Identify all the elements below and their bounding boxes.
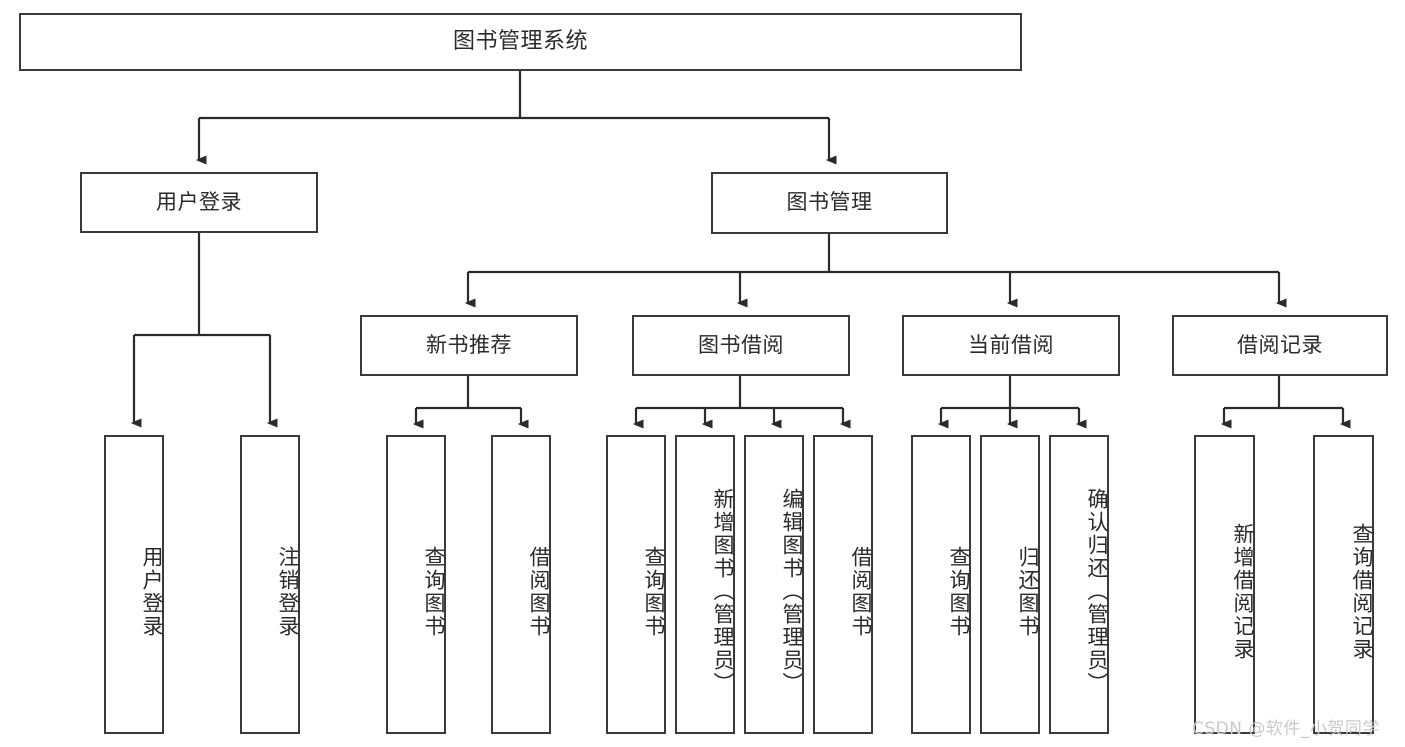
leaf-user-login-signin[interactable]: 用户登录 bbox=[104, 435, 164, 734]
leaf-user-login-signout[interactable]: 注销登录 bbox=[240, 435, 300, 734]
leaf-label: 新增借阅记录 bbox=[1231, 522, 1255, 661]
leaf-borrow-add-book-admin[interactable]: 新增图书（管理员） bbox=[675, 435, 735, 734]
leaf-label: 查询图书 bbox=[947, 545, 971, 638]
node-borrow-record[interactable]: 借阅记录 bbox=[1172, 315, 1388, 376]
node-book-management[interactable]: 图书管理 bbox=[711, 172, 948, 234]
leaf-label: 确认归还（管理员） bbox=[1085, 488, 1109, 695]
leaf-label: 编辑图书（管理员） bbox=[780, 488, 804, 695]
leaf-new-book-borrow[interactable]: 借阅图书 bbox=[491, 435, 551, 734]
leaf-borrow-query-book[interactable]: 查询图书 bbox=[606, 435, 666, 734]
leaf-label: 归还图书 bbox=[1016, 545, 1040, 638]
node-user-login[interactable]: 用户登录 bbox=[80, 172, 318, 233]
node-new-book-recommend[interactable]: 新书推荐 bbox=[360, 315, 578, 376]
leaf-record-query[interactable]: 查询借阅记录 bbox=[1313, 435, 1374, 734]
leaf-label: 借阅图书 bbox=[527, 545, 551, 638]
leaf-current-confirm-return-admin[interactable]: 确认归还（管理员） bbox=[1049, 435, 1109, 734]
leaf-record-add[interactable]: 新增借阅记录 bbox=[1194, 435, 1255, 734]
leaf-borrow-edit-book-admin[interactable]: 编辑图书（管理员） bbox=[744, 435, 804, 734]
leaf-borrow-borrow-book[interactable]: 借阅图书 bbox=[813, 435, 873, 734]
node-book-borrow[interactable]: 图书借阅 bbox=[632, 315, 850, 376]
csdn-watermark: CSDN @软件_小贺同学 bbox=[1192, 719, 1380, 739]
leaf-label: 借阅图书 bbox=[849, 545, 873, 638]
leaf-label: 注销登录 bbox=[276, 545, 300, 638]
node-root-system[interactable]: 图书管理系统 bbox=[19, 13, 1022, 71]
leaf-current-query-book[interactable]: 查询图书 bbox=[911, 435, 971, 734]
leaf-label: 用户登录 bbox=[140, 545, 164, 638]
node-current-borrow[interactable]: 当前借阅 bbox=[902, 315, 1120, 376]
leaf-label: 查询借阅记录 bbox=[1350, 522, 1374, 661]
leaf-current-return-book[interactable]: 归还图书 bbox=[980, 435, 1040, 734]
leaf-label: 新增图书（管理员） bbox=[711, 488, 735, 695]
leaf-new-book-query[interactable]: 查询图书 bbox=[386, 435, 446, 734]
leaf-label: 查询图书 bbox=[642, 545, 666, 638]
leaf-label: 查询图书 bbox=[422, 545, 446, 638]
